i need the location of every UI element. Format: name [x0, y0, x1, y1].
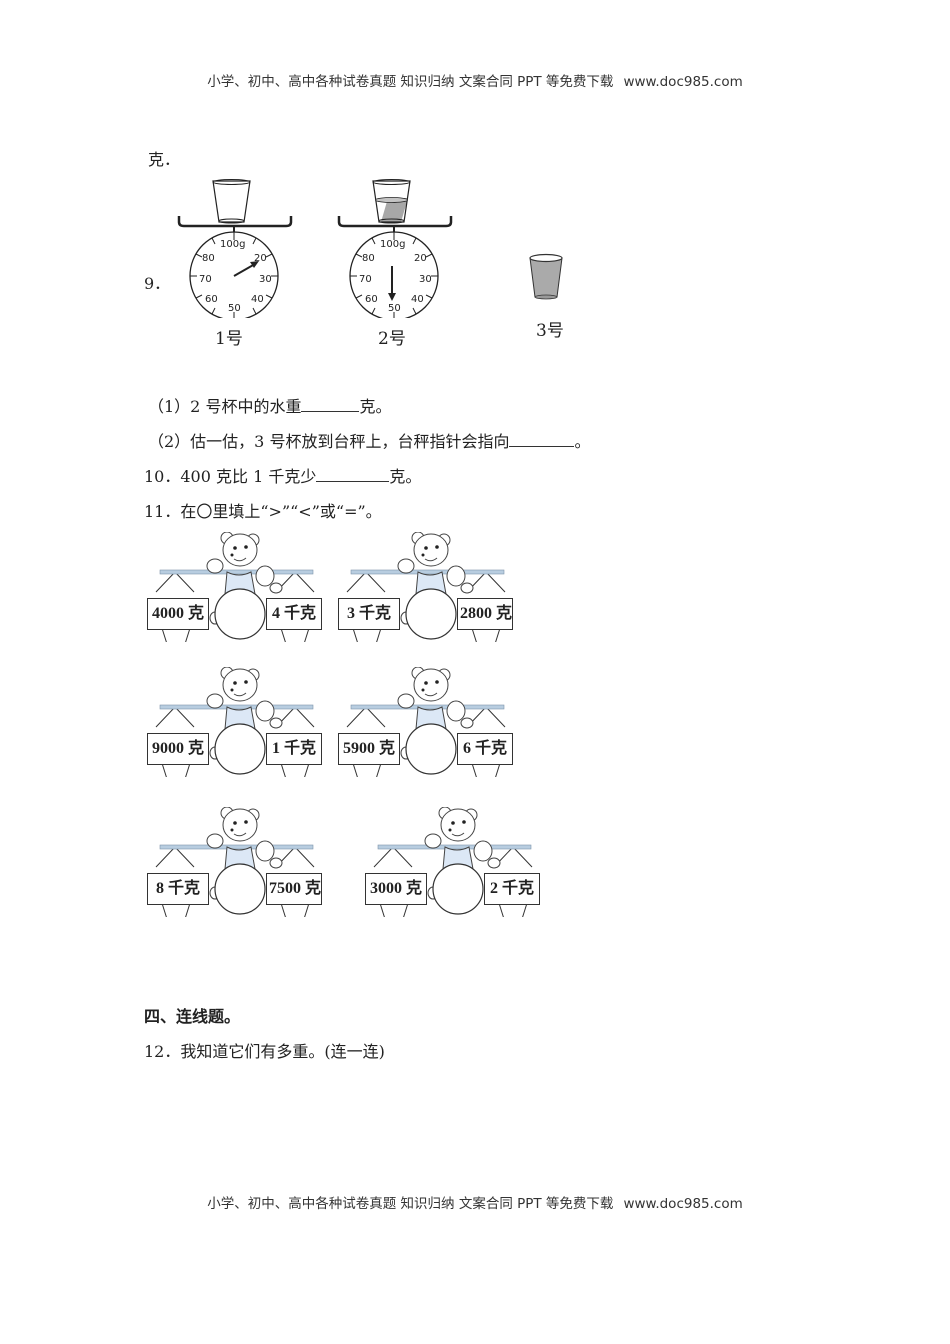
svg-text:100g: 100g [380, 239, 405, 250]
answer-blank[interactable] [509, 432, 575, 447]
bear-scale-icon [373, 807, 533, 917]
header-url[interactable]: www.doc985.com [623, 74, 743, 90]
header-text: 小学、初中、高中各种试卷真题 知识归纳 文案合同 PPT 等免费下载 [207, 74, 614, 90]
answer-circle[interactable] [215, 864, 265, 914]
svg-text:40: 40 [251, 294, 264, 305]
left-weight-label: 4000 克 [147, 598, 209, 630]
right-weight-label: 1 千克 [266, 733, 322, 765]
cup-3-label: 3号 [536, 321, 564, 341]
left-weight-label: 3000 克 [365, 873, 427, 905]
svg-text:30: 30 [419, 274, 432, 285]
svg-text:30: 30 [259, 274, 272, 285]
svg-text:60: 60 [365, 294, 378, 305]
q9-sub2: （2）估一估，3 号杯放到台秤上，台秤指针会指向。 [148, 432, 591, 451]
left-weight-label: 8 千克 [147, 873, 209, 905]
svg-text:40: 40 [411, 294, 424, 305]
compare-card-4: 5900 克 6 千克 [338, 667, 513, 777]
answer-circle[interactable] [215, 724, 265, 774]
footer-text: 小学、初中、高中各种试卷真题 知识归纳 文案合同 PPT 等免费下载 [207, 1196, 614, 1212]
scale-1: 100g 20 30 40 50 60 70 80 1号 [175, 178, 295, 349]
bear-scale-icon [346, 667, 506, 777]
page-header: 小学、初中、高中各种试卷真题 知识归纳 文案合同 PPT 等免费下载 www.do… [0, 70, 950, 90]
page-footer: 小学、初中、高中各种试卷真题 知识归纳 文案合同 PPT 等免费下载 www.do… [0, 1192, 950, 1212]
svg-text:70: 70 [359, 274, 372, 285]
answer-circle[interactable] [406, 724, 456, 774]
compare-card-5: 8 千克 7500 克 [147, 807, 322, 917]
scale-icon: 100g 20 30 40 50 60 70 80 [337, 179, 453, 321]
q9-number: 9． [144, 274, 171, 293]
svg-text:50: 50 [228, 303, 241, 314]
bear-scale-icon [155, 807, 315, 917]
left-weight-label: 3 千克 [338, 598, 400, 630]
answer-blank[interactable] [301, 397, 360, 412]
svg-text:50: 50 [388, 303, 401, 314]
compare-card-1: 4000 克 4 千克 [147, 532, 322, 642]
right-weight-label: 2 千克 [484, 873, 540, 905]
left-weight-label: 9000 克 [147, 733, 209, 765]
answer-blank[interactable] [316, 467, 390, 482]
bear-scale-icon [346, 532, 506, 642]
q9-sub1: （1）2 号杯中的水重克。 [148, 397, 392, 416]
q10: 10．400 克比 1 千克少克。 [144, 467, 422, 486]
answer-circle[interactable] [215, 589, 265, 639]
left-weight-label: 5900 克 [338, 733, 400, 765]
bear-scale-icon [155, 667, 315, 777]
scale-2: 100g 20 30 40 50 60 70 80 2号 [335, 178, 455, 349]
compare-card-3: 9000 克 1 千克 [147, 667, 322, 777]
right-weight-label: 7500 克 [266, 873, 322, 905]
svg-text:80: 80 [362, 253, 375, 264]
svg-text:100g: 100g [220, 239, 245, 250]
right-weight-label: 2800 克 [457, 598, 513, 630]
answer-circle[interactable] [433, 864, 483, 914]
scale-1-label: 1号 [215, 329, 243, 349]
q12: 12．我知道它们有多重。(连一连) [144, 1042, 385, 1061]
q11-prompt: 11．在〇里填上“>”“<”或“=”。 [144, 502, 382, 521]
compare-card-2: 3 千克 2800 克 [338, 532, 513, 642]
cup-icon [529, 253, 563, 300]
footer-url[interactable]: www.doc985.com [623, 1196, 743, 1212]
svg-text:60: 60 [205, 294, 218, 305]
compare-card-6: 3000 克 2 千克 [365, 807, 540, 917]
right-weight-label: 6 千克 [457, 733, 513, 765]
scale-2-label: 2号 [378, 329, 406, 349]
previous-question-tail: 克． [148, 150, 181, 169]
svg-text:20: 20 [254, 253, 267, 264]
svg-text:70: 70 [199, 274, 212, 285]
scale-icon: 100g 20 30 40 50 60 70 80 [177, 179, 293, 321]
right-weight-label: 4 千克 [266, 598, 322, 630]
bear-scale-icon [155, 532, 315, 642]
svg-text:80: 80 [202, 253, 215, 264]
section-4-title: 四、连线题。 [144, 1007, 241, 1026]
svg-text:20: 20 [414, 253, 427, 264]
answer-circle[interactable] [406, 589, 456, 639]
cup-3: 3号 [526, 252, 576, 342]
